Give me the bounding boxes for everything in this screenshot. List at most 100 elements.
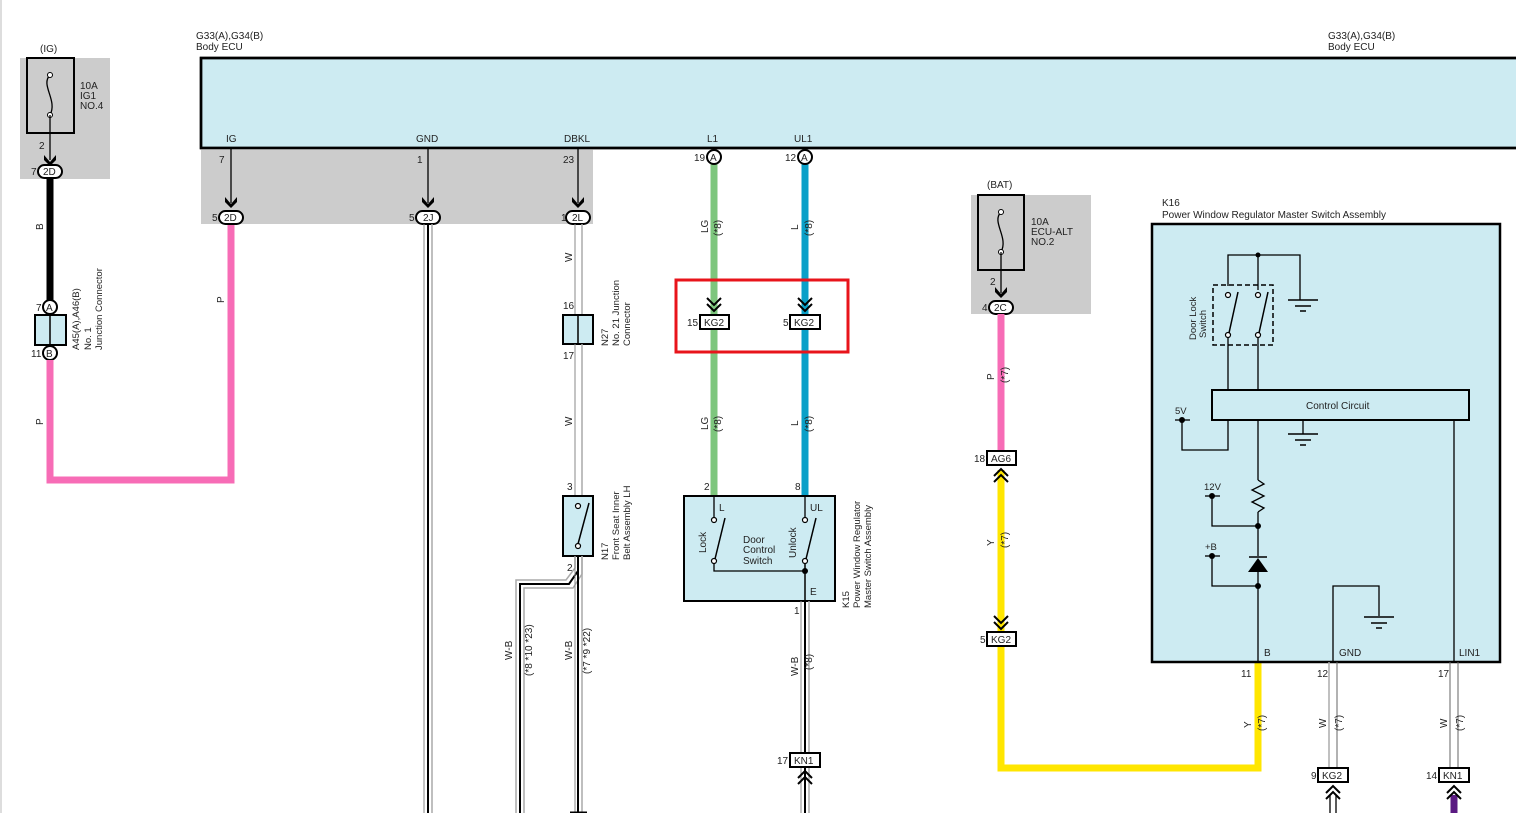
connector-label: AG6 <box>991 454 1011 465</box>
connector-label: B <box>46 349 53 360</box>
switch-icon <box>577 502 590 545</box>
wire-color-label: P <box>216 296 227 303</box>
fuse-bat-source: (BAT) <box>987 180 1012 191</box>
component-name: Belt Assembly LH <box>622 485 633 560</box>
pin-number: 12 <box>1317 669 1329 680</box>
pin-number: 5 <box>980 635 986 646</box>
terminal-label: L1 <box>707 134 719 145</box>
pin-number: 11 <box>31 349 42 360</box>
highlight-box <box>674 278 850 354</box>
component-name: Junction Connector <box>94 268 105 350</box>
pin-number: 16 <box>563 301 575 312</box>
pin-number: 12 <box>785 153 797 164</box>
connector-label: 2D <box>224 213 237 224</box>
switch-icon <box>805 517 817 560</box>
pin-number: 2 <box>39 141 45 152</box>
ecu-terminal-gnd: GND 1 5 2J <box>409 134 441 225</box>
wire-color-label: W <box>1318 718 1329 728</box>
wire-color-label: W-B <box>564 640 575 660</box>
component-name: Connector <box>622 302 633 346</box>
wire-color-label: L <box>790 420 801 426</box>
arrow-down-icon <box>225 197 237 208</box>
chevron-down-icon <box>993 615 1009 631</box>
door-lock-switch-box <box>1212 284 1274 346</box>
wire-note: (*8) <box>804 220 815 236</box>
diode-icon <box>1248 558 1268 572</box>
wire-white: W <box>564 344 583 496</box>
pin-number: 14 <box>1426 771 1438 782</box>
chevron-down-icon <box>797 297 813 313</box>
wire-wb-e: W-B (*8) KN1 17 <box>777 601 821 813</box>
wire-color-label: W-B <box>504 640 515 660</box>
ecu-terminal-dbkl: DBKL 23 1 2L <box>561 134 591 225</box>
voltage-label: 5V <box>1175 406 1187 417</box>
wire-color-label: W <box>1439 718 1450 728</box>
chevron-down-icon <box>706 297 722 313</box>
wire-color-label: LG <box>700 219 711 233</box>
connector-label: KN1 <box>1443 771 1463 782</box>
component-name: Master Switch Assembly <box>863 505 874 608</box>
connector-label: KG2 <box>704 318 724 329</box>
connector-label: A <box>801 153 808 164</box>
pin-number: 7 <box>219 155 225 166</box>
body-ecu: G33(A),G34(B) Body ECU G33(A),G34(B) Bod… <box>196 31 1516 224</box>
arrow-down-icon <box>995 287 1007 298</box>
arrow-down-icon <box>44 155 56 166</box>
wire-color-label: LG <box>700 416 711 430</box>
ecu-shade <box>201 149 593 224</box>
seat-belt-switch-n17: 3 2 N17 Front Seat Inner Belt Assembly L… <box>562 482 633 574</box>
fuse-bat-number: NO.2 <box>1031 237 1055 248</box>
pin-number: 2 <box>704 482 710 493</box>
wire-note: (*8) <box>713 220 724 236</box>
resistor-icon <box>1250 479 1266 513</box>
fuse-bat-rating: 10A <box>1031 217 1049 228</box>
pin-number: 9 <box>1311 771 1317 782</box>
wire-gnd-shielded <box>423 224 433 813</box>
wire-color-label: Y <box>1243 721 1254 728</box>
chevron-up-icon <box>993 467 1009 483</box>
pin-number: 1 <box>561 213 567 224</box>
terminal-label: LIN1 <box>1459 648 1481 659</box>
component-name: No. 1 <box>83 327 94 350</box>
door-control-switch-k15: 2 8 L UL Lock Unlock Door Control Switch… <box>683 482 874 617</box>
component-name: Body ECU <box>196 42 243 53</box>
voltage-label: 12V <box>1204 482 1222 493</box>
connector-label: A <box>710 153 717 164</box>
fuse-bat: (BAT) 10A ECU-ALT NO.2 2 4 2C <box>971 180 1091 315</box>
fuse-ig-number: NO.4 <box>80 101 104 112</box>
terminal-label: UL <box>810 503 823 514</box>
arrow-down-icon <box>572 197 584 208</box>
component-name: Front Seat Inner <box>611 491 622 560</box>
junction-connector-n27: 16 17 N27 No. 21 Junction Connector <box>562 280 633 362</box>
arrow-down-icon <box>422 197 434 208</box>
master-switch-k16: K16 Power Window Regulator Master Switch… <box>1150 198 1502 680</box>
fuse-bat-name: ECU-ALT <box>1031 227 1073 238</box>
switch-icon <box>714 517 726 560</box>
connector-label: KG2 <box>1322 771 1342 782</box>
wire-wb-branch: W-B (*8 *10 *23) W-B (*7 *9 *22) <box>504 556 593 813</box>
switch-icon <box>1258 291 1269 334</box>
terminal-label: L <box>719 503 725 514</box>
wire-color-label: B <box>35 223 46 230</box>
wire-color-label: P <box>986 373 997 380</box>
connector-kg2-l: KG2 15 <box>687 297 730 330</box>
connector-ag6: AG6 18 <box>974 450 1017 466</box>
fuse-ig-source: (IG) <box>40 44 57 55</box>
terminal-label: GND <box>416 134 438 145</box>
pin-number: 17 <box>777 756 789 767</box>
switch-label: Switch <box>1198 310 1209 338</box>
wire-note: (*8 *10 *23) <box>524 624 535 676</box>
wire-color-label: P <box>35 418 46 425</box>
pin-number: 3 <box>567 482 573 493</box>
connector-label: KG2 <box>794 318 814 329</box>
switch-icon <box>1228 291 1239 334</box>
voltage-label: +B <box>1205 542 1217 553</box>
terminal-label: GND <box>1339 648 1361 659</box>
terminal-label: B <box>1264 648 1271 659</box>
component-name: Power Window Regulator Master Switch Ass… <box>1162 210 1386 221</box>
connector-label: 2C <box>994 303 1007 314</box>
wire-note: (*7) <box>1000 532 1011 548</box>
pin-number: 17 <box>1438 669 1450 680</box>
wire-note: (*8) <box>804 654 815 670</box>
switch-label: Lock <box>698 531 709 553</box>
